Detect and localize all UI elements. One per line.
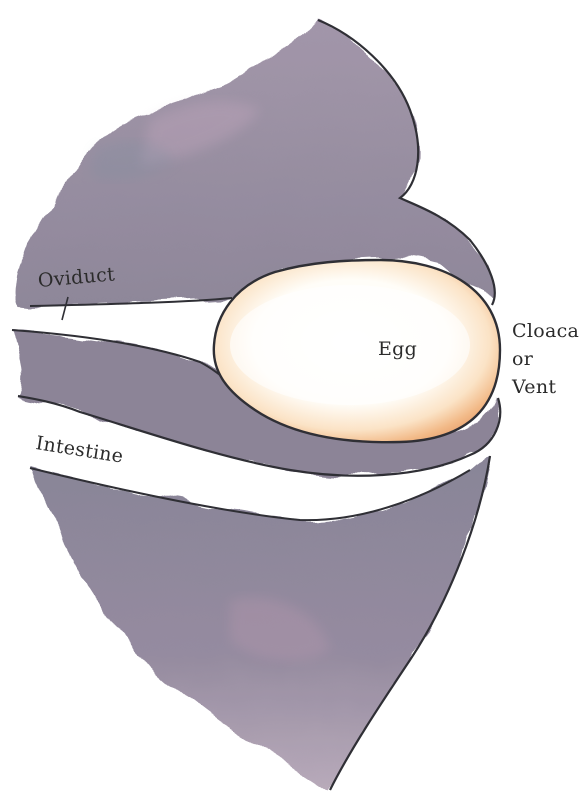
cloaca-label: Cloaca	[512, 318, 579, 344]
vent-label: Vent	[512, 374, 556, 400]
egg-label: Egg	[378, 336, 417, 362]
or-label: or	[512, 346, 533, 372]
lower-tissue	[30, 456, 490, 790]
